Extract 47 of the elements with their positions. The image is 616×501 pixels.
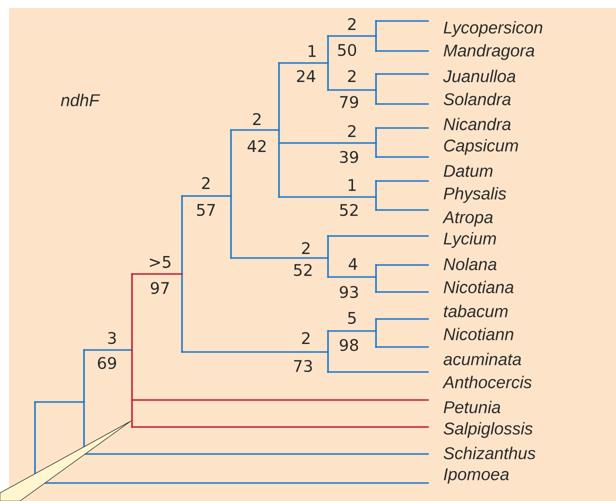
support-value: 2 xyxy=(302,332,310,344)
support-value: 2 xyxy=(348,125,356,137)
support-value: 98 xyxy=(340,338,358,352)
support-value: 57 xyxy=(197,204,215,216)
support-value: >5 xyxy=(150,256,170,268)
taxon-label: Ipomoea xyxy=(444,468,509,484)
taxon-label: Nicotiann xyxy=(444,328,514,340)
taxon-label: Salpiglossis xyxy=(444,422,533,438)
taxon-label: Mandragora xyxy=(444,44,534,60)
support-value: 3 xyxy=(108,332,116,344)
support-value: 2 xyxy=(348,70,356,82)
support-value: 52 xyxy=(340,204,358,216)
taxon-label: acuminata xyxy=(444,352,522,366)
taxon-label: Nicotiana xyxy=(444,280,514,294)
support-value: 52 xyxy=(294,264,312,276)
taxon-label: Solandra xyxy=(444,92,511,106)
taxon-label: Petunia xyxy=(444,400,500,414)
support-value: 42 xyxy=(248,140,266,152)
taxon-label: Juanulloa xyxy=(443,70,516,82)
support-value: 2 xyxy=(348,18,356,30)
support-value: 97 xyxy=(150,282,169,294)
support-value: 2 xyxy=(253,113,260,125)
support-value: 73 xyxy=(294,360,312,372)
taxon-label: Nicandra xyxy=(444,118,511,130)
gene-label: ndhF xyxy=(60,94,100,106)
support-value: 2 xyxy=(302,242,310,254)
taxon-label: Physalis xyxy=(444,187,506,203)
taxon-label: Datum xyxy=(444,165,492,177)
support-value: 2 xyxy=(202,177,210,189)
support-value: 4 xyxy=(348,258,358,270)
support-value: 50 xyxy=(338,44,356,56)
taxon-label: Lycium xyxy=(444,232,496,248)
support-value: 1 xyxy=(348,179,356,191)
support-value: 1 xyxy=(308,45,316,57)
support-value: 93 xyxy=(340,286,358,298)
support-value: 39 xyxy=(340,150,358,164)
support-value: 79 xyxy=(340,96,358,108)
taxon-label: Schizanthus xyxy=(444,446,536,460)
taxon-label: Atropa xyxy=(442,211,493,227)
taxon-label: Capsicum xyxy=(444,139,518,155)
support-value: 69 xyxy=(98,356,116,370)
taxon-label: tabacum xyxy=(444,304,508,318)
support-value: 5 xyxy=(348,312,356,324)
taxon-label: Lycopersicon xyxy=(444,21,542,37)
taxon-label: Anthocercis xyxy=(442,376,532,388)
taxon-label: Nolana xyxy=(444,258,496,270)
support-value: 24 xyxy=(297,70,316,82)
